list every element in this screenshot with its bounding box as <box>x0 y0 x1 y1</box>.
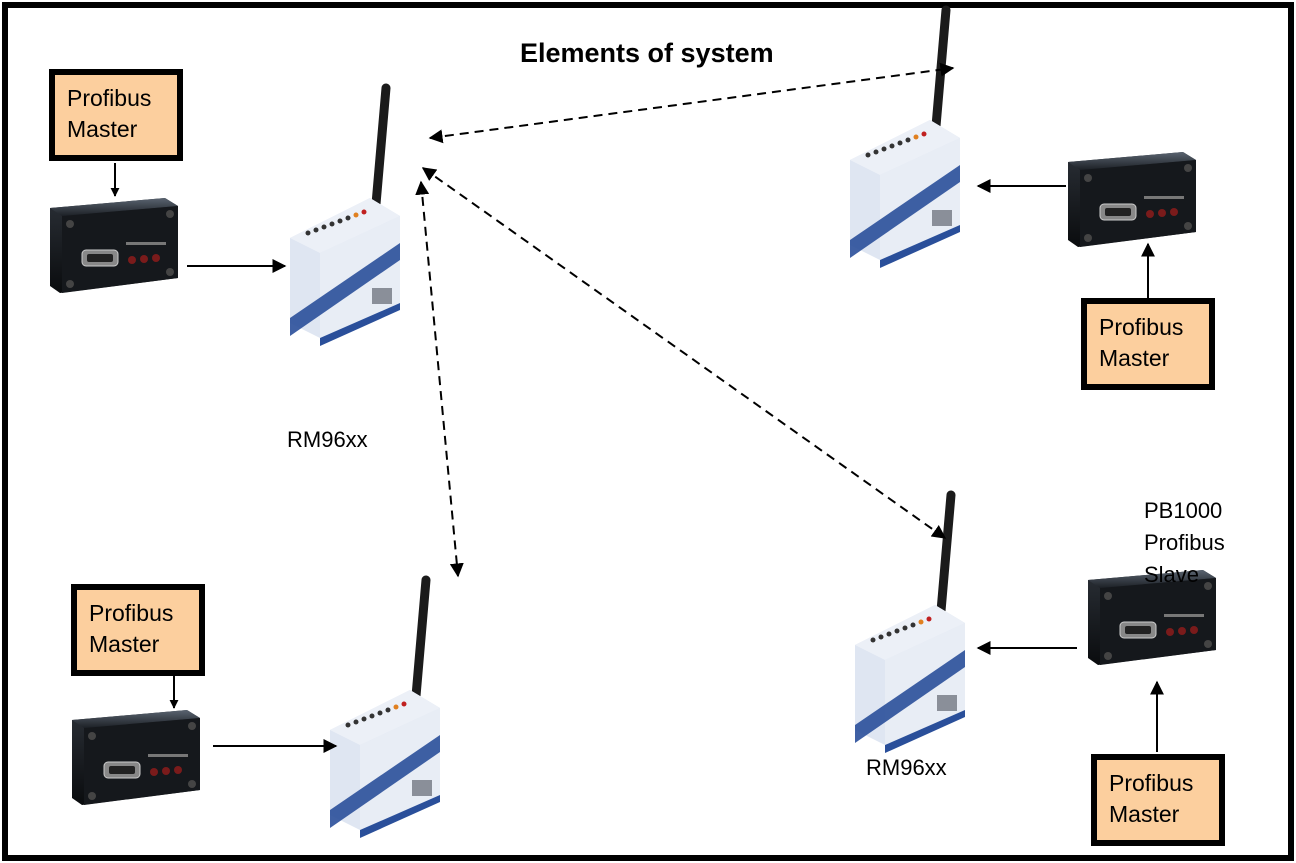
slave-label-line2: Profibus <box>1144 530 1225 555</box>
master-label-line1: Profibus <box>89 600 174 626</box>
diagram-title: Elements of system <box>520 38 774 68</box>
master-label-line1: Profibus <box>1099 314 1184 340</box>
profibus-master-bottomleft: Profibus Master <box>71 584 205 676</box>
profibus-master-topleft: Profibus Master <box>49 69 183 161</box>
radio-modem-bottomright <box>855 495 965 753</box>
master-label-line1: Profibus <box>67 85 152 111</box>
master-label-line2: Master <box>1109 801 1180 827</box>
profibus-master-topright: Profibus Master <box>1081 298 1215 390</box>
slave-unit-bottomleft <box>71 709 201 806</box>
radio-link-tl-tr <box>428 62 955 144</box>
slave-label-line3: Slave <box>1144 562 1200 587</box>
modem-label-bottomright: RM96xx <box>866 755 947 780</box>
radio-modem-topright <box>850 10 960 268</box>
radio-link-tl-br <box>421 167 947 539</box>
master-label-line2: Master <box>67 116 138 142</box>
master-label-line2: Master <box>89 631 160 657</box>
radio-modem-bottomleft <box>330 580 440 838</box>
slave-label: PB1000 Profibus Slave <box>1144 495 1225 591</box>
slave-unit-topright <box>1067 151 1197 248</box>
modem-label-topleft: RM96xx <box>287 427 368 452</box>
master-label-line1: Profibus <box>1109 770 1194 796</box>
slave-unit-topleft <box>49 197 179 294</box>
radio-link-tl-bl <box>415 180 464 578</box>
radio-modem-topleft <box>290 88 400 346</box>
master-label-line2: Master <box>1099 345 1170 371</box>
profibus-master-bottomright: Profibus Master <box>1091 754 1225 846</box>
slave-label-line1: PB1000 <box>1144 498 1223 523</box>
